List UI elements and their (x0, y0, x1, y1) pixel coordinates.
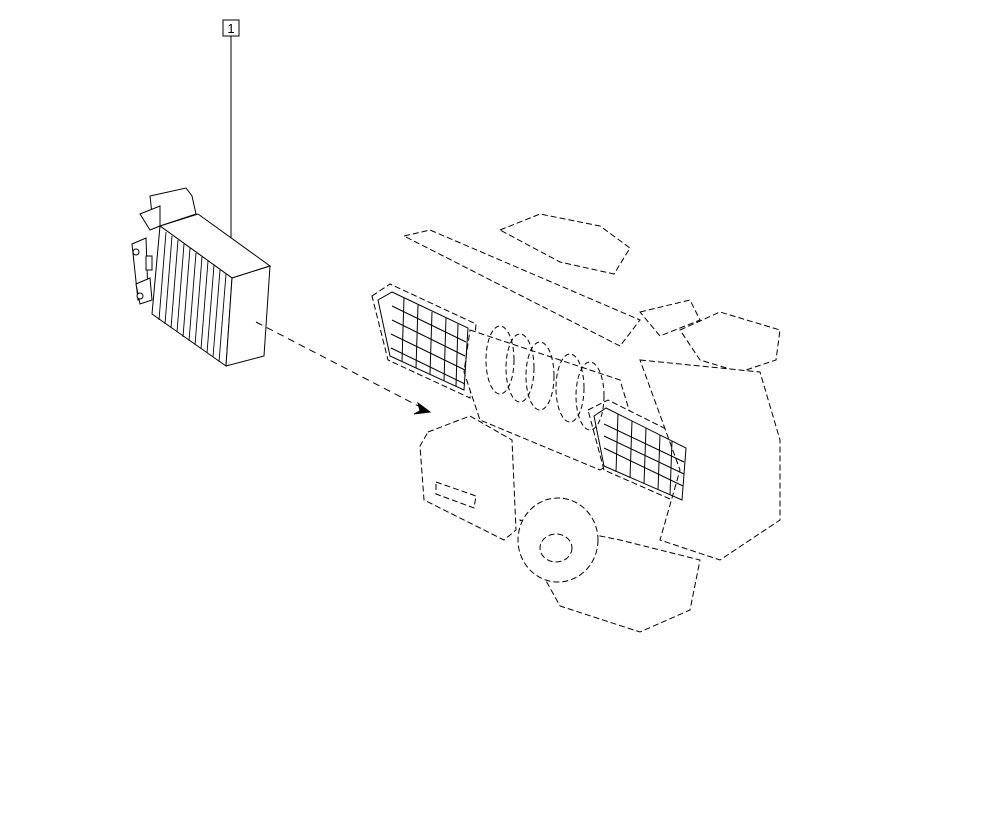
hvac-left-grille (377, 291, 469, 391)
installation-path-dashed-line (255, 321, 431, 413)
hvac-unit-assembly (371, 213, 781, 633)
filter-pleats (158, 231, 227, 363)
callout-1-label: 1 (227, 21, 234, 36)
callout-1[interactable]: 1 (222, 19, 240, 37)
cabin-filter-part[interactable] (131, 187, 272, 367)
installation-arrow-icon (413, 401, 432, 415)
hvac-right-grille (593, 407, 687, 501)
hvac-duct-ribs (485, 325, 605, 431)
